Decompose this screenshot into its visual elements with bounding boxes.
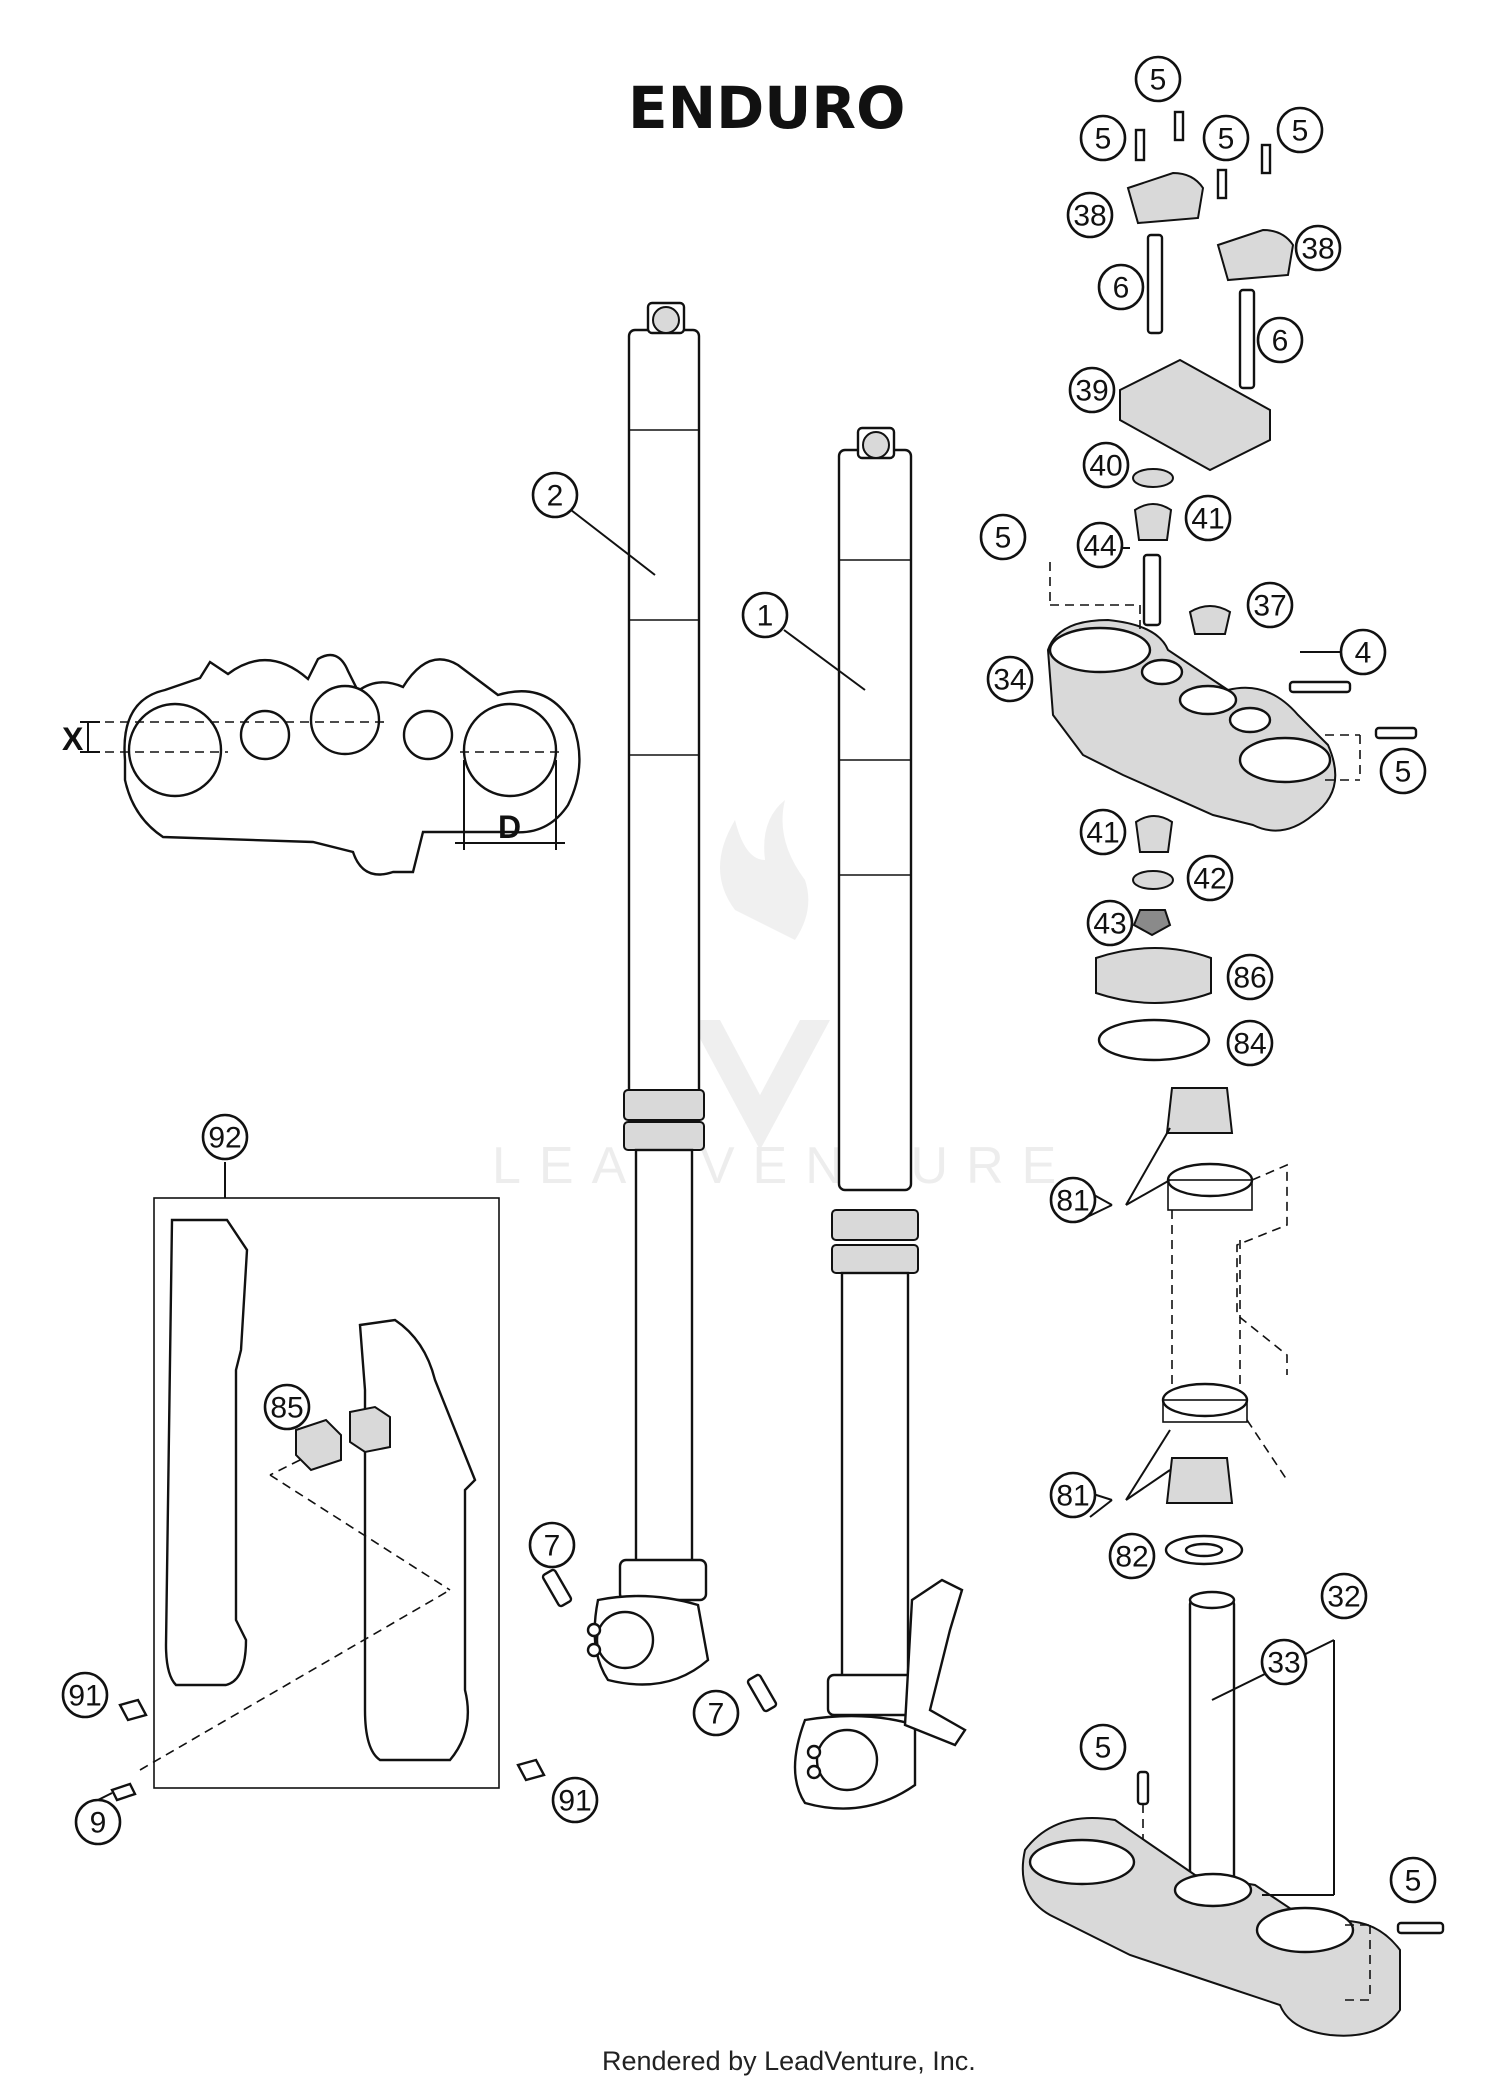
footer-credit: Rendered by LeadVenture, Inc. bbox=[602, 2046, 976, 2076]
svg-text:43: 43 bbox=[1093, 908, 1126, 941]
svg-text:39: 39 bbox=[1075, 375, 1108, 408]
svg-text:91: 91 bbox=[68, 1680, 101, 1713]
bolt-7-right bbox=[746, 1673, 778, 1713]
fork-protector-kit bbox=[97, 1162, 546, 1802]
svg-text:4: 4 bbox=[1355, 637, 1372, 670]
callout-81-bottom: 81 bbox=[1049, 1471, 1097, 1519]
callout-1: 1 bbox=[741, 591, 789, 639]
callout-81-top: 81 bbox=[1049, 1176, 1097, 1224]
callout-85: 85 bbox=[263, 1383, 311, 1431]
bolt-7-left bbox=[541, 1568, 573, 1608]
svg-text:7: 7 bbox=[544, 1530, 561, 1563]
callout-91-left: 91 bbox=[61, 1671, 109, 1719]
svg-text:82: 82 bbox=[1115, 1541, 1148, 1574]
watermark-text: LEADVENTURE bbox=[492, 1137, 1074, 1195]
callout-5-f: 5 bbox=[1379, 747, 1427, 795]
callout-5-d: 5 bbox=[1276, 106, 1324, 154]
svg-text:81: 81 bbox=[1056, 1185, 1089, 1218]
callout-41-top: 41 bbox=[1184, 494, 1232, 542]
callout-39: 39 bbox=[1068, 366, 1116, 414]
svg-text:92: 92 bbox=[208, 1122, 241, 1155]
svg-text:5: 5 bbox=[1405, 1865, 1422, 1898]
watermark: LEADVENTURE bbox=[492, 800, 1074, 1195]
svg-text:5: 5 bbox=[1218, 123, 1235, 156]
callout-5-c: 5 bbox=[1202, 114, 1250, 162]
fork-leg-1 bbox=[793, 426, 967, 1810]
svg-text:41: 41 bbox=[1086, 817, 1119, 850]
svg-text:5: 5 bbox=[995, 522, 1012, 555]
svg-text:34: 34 bbox=[993, 664, 1026, 697]
svg-text:32: 32 bbox=[1327, 1581, 1360, 1614]
svg-text:91: 91 bbox=[558, 1785, 591, 1818]
svg-text:5: 5 bbox=[1095, 123, 1112, 156]
svg-text:41: 41 bbox=[1191, 503, 1224, 536]
callout-5-e: 5 bbox=[979, 513, 1027, 561]
svg-text:5: 5 bbox=[1292, 115, 1309, 148]
fork-leg-2 bbox=[586, 301, 710, 1686]
svg-text:6: 6 bbox=[1113, 272, 1130, 305]
steering-bearings bbox=[1161, 1087, 1288, 1566]
callout-5-a: 5 bbox=[1134, 55, 1182, 103]
svg-text:9: 9 bbox=[90, 1807, 107, 1840]
svg-text:44: 44 bbox=[1083, 530, 1116, 563]
callout-82: 82 bbox=[1108, 1532, 1156, 1580]
callout-42: 42 bbox=[1186, 854, 1234, 902]
diagram-title: ENDURO bbox=[628, 74, 905, 142]
callout-86: 86 bbox=[1226, 953, 1274, 1001]
dim-label-d: D bbox=[498, 809, 521, 845]
callout-5-b: 5 bbox=[1079, 114, 1127, 162]
svg-text:42: 42 bbox=[1193, 863, 1226, 896]
svg-text:6: 6 bbox=[1272, 325, 1289, 358]
svg-text:81: 81 bbox=[1056, 1480, 1089, 1513]
svg-text:1: 1 bbox=[757, 600, 774, 633]
callout-84: 84 bbox=[1226, 1019, 1274, 1067]
callout-92: 92 bbox=[201, 1113, 249, 1161]
callout-5-g: 5 bbox=[1079, 1723, 1127, 1771]
svg-text:38: 38 bbox=[1301, 233, 1334, 266]
svg-text:7: 7 bbox=[708, 1698, 725, 1731]
callout-9: 9 bbox=[74, 1798, 122, 1846]
svg-text:33: 33 bbox=[1267, 1647, 1300, 1680]
callout-34: 34 bbox=[986, 655, 1034, 703]
callout-6-right: 6 bbox=[1256, 316, 1304, 364]
svg-text:37: 37 bbox=[1253, 590, 1286, 623]
svg-text:86: 86 bbox=[1233, 962, 1266, 995]
svg-text:5: 5 bbox=[1150, 64, 1167, 97]
callout-32: 32 bbox=[1320, 1572, 1368, 1620]
callout-33: 33 bbox=[1260, 1638, 1308, 1686]
dim-label-x: X bbox=[62, 721, 84, 757]
callout-37: 37 bbox=[1246, 581, 1294, 629]
svg-text:85: 85 bbox=[270, 1392, 303, 1425]
svg-text:84: 84 bbox=[1233, 1028, 1266, 1061]
svg-text:38: 38 bbox=[1073, 200, 1106, 233]
svg-text:2: 2 bbox=[547, 480, 564, 513]
callout-40: 40 bbox=[1082, 441, 1130, 489]
callout-38-left: 38 bbox=[1066, 191, 1114, 239]
svg-text:40: 40 bbox=[1089, 450, 1122, 483]
callout-91-right: 91 bbox=[551, 1776, 599, 1824]
callout-7-left: 7 bbox=[528, 1521, 576, 1569]
callout-43: 43 bbox=[1086, 899, 1134, 947]
svg-text:5: 5 bbox=[1095, 1732, 1112, 1765]
callout-5-h: 5 bbox=[1389, 1856, 1437, 1904]
handlebar-clamp-assembly bbox=[1119, 110, 1295, 472]
callout-41-bottom: 41 bbox=[1079, 808, 1127, 856]
callout-2: 2 bbox=[531, 471, 579, 519]
svg-text:5: 5 bbox=[1395, 756, 1412, 789]
lower-triple-clamp bbox=[1021, 1590, 1445, 2037]
callout-7-right: 7 bbox=[692, 1689, 740, 1737]
callout-6-left: 6 bbox=[1097, 263, 1145, 311]
upper-triple-clamp bbox=[1046, 562, 1418, 832]
clamp-detail: X D bbox=[62, 653, 581, 876]
callout-44: 44 bbox=[1076, 521, 1124, 569]
callout-38-right: 38 bbox=[1294, 224, 1342, 272]
callout-4: 4 bbox=[1339, 628, 1387, 676]
stem-small-parts bbox=[1095, 468, 1232, 1062]
